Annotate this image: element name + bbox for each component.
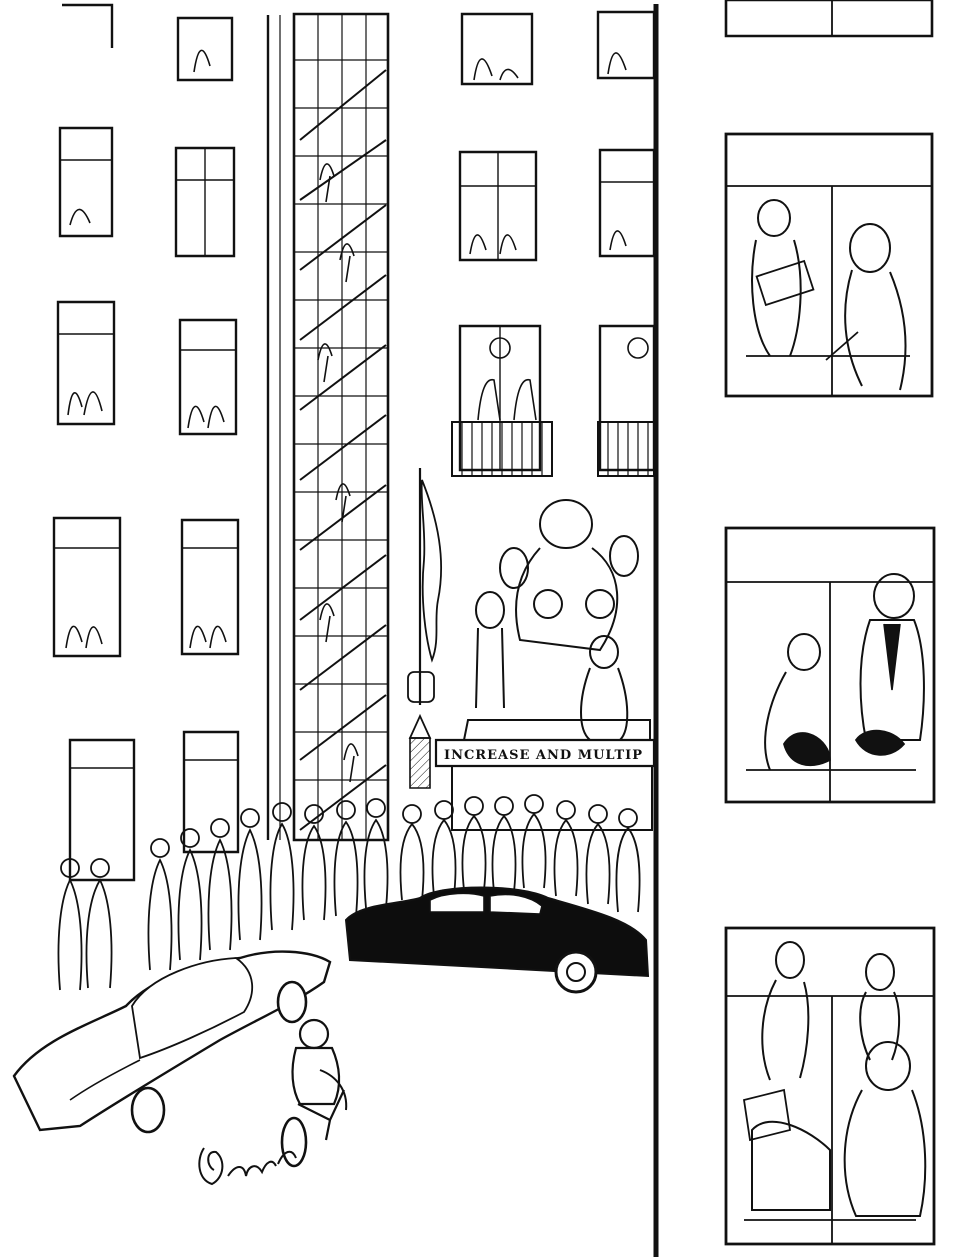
banner: INCREASE AND MULTIP	[436, 740, 654, 830]
artist-signature	[199, 1148, 296, 1184]
left-window-column-2	[176, 18, 238, 852]
center-building	[452, 12, 654, 476]
flag-icon	[408, 468, 441, 788]
right-window-middle	[726, 528, 934, 802]
right-window-top	[726, 134, 932, 396]
black-car	[346, 888, 648, 993]
motorcycle-icon	[282, 1020, 346, 1166]
statue-icon	[464, 500, 650, 740]
right-building	[726, 0, 934, 1244]
glass-stairwell	[294, 14, 388, 840]
banner-text: INCREASE AND MULTIP	[444, 748, 643, 763]
crowd	[58, 795, 639, 990]
white-car	[14, 952, 330, 1132]
right-window-bottom	[726, 928, 934, 1244]
left-window-column-1	[54, 5, 134, 880]
left-building	[54, 5, 280, 880]
